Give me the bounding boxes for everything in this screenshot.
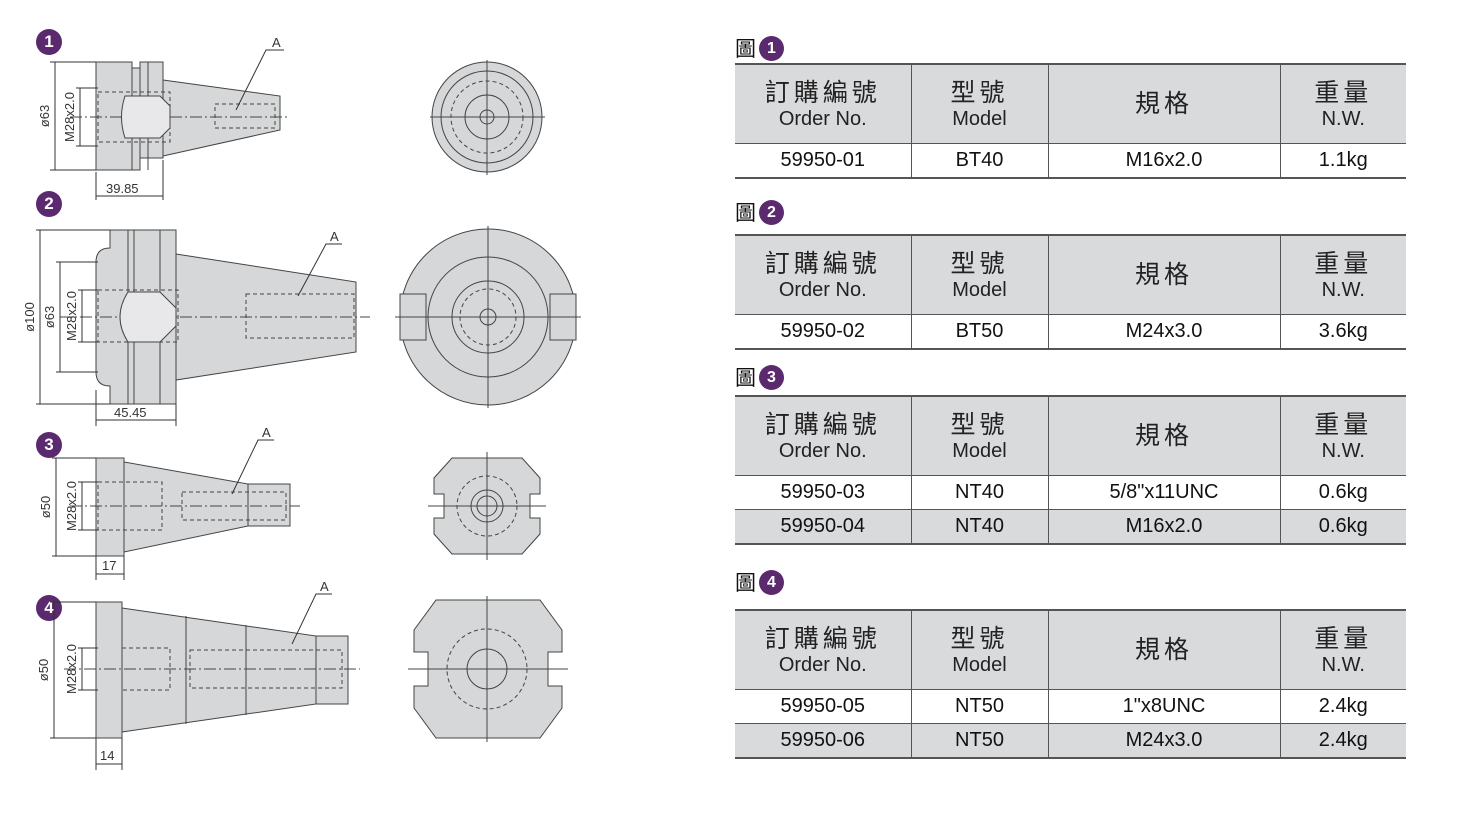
fig3-thread-label: M28x2.0	[64, 481, 79, 531]
fig4-a-label: A	[320, 579, 329, 594]
header-spec: 規格	[1047, 234, 1280, 315]
figure-title-1: 圖 1	[735, 33, 784, 63]
weight-cell: 3.6kg	[1279, 314, 1406, 350]
weight-cell: 0.6kg	[1279, 509, 1406, 545]
figure-2-side-view	[60, 229, 370, 405]
order-cell: 59950-04	[735, 509, 911, 545]
fig4-diameter-label: ø50	[36, 659, 51, 681]
fig4-length-label: 14	[100, 748, 114, 763]
fig4-thread-label: M28x2.0	[64, 644, 79, 694]
table-row: 59950-04 NT40 M16x2.0 0.6kg	[735, 509, 1406, 545]
model-cell: NT40	[910, 509, 1048, 545]
fig3-length-label: 17	[102, 558, 116, 573]
weight-cell: 2.4kg	[1279, 689, 1406, 724]
figure-2-badge: 2	[36, 191, 62, 217]
model-cell: BT40	[910, 143, 1048, 179]
fig1-diameter-label: ø63	[37, 105, 52, 127]
figure-3-badge: 3	[36, 432, 62, 458]
figure-4-side-view	[64, 601, 360, 739]
fig1-thread-label: M28x2.0	[62, 92, 77, 142]
figure-title-text: 圖	[735, 571, 756, 595]
technical-drawings: 1 2 3 4	[0, 0, 700, 836]
fig3-diameter-label: ø50	[38, 496, 53, 518]
figure-title-2: 圖 2	[735, 197, 784, 227]
order-cell: 59950-06	[735, 723, 911, 759]
fig1-a-label: A	[272, 35, 281, 50]
figure-3-side-view	[70, 457, 300, 557]
figure-1-badge: 1	[36, 29, 62, 55]
order-cell: 59950-05	[735, 689, 911, 724]
table-row: 59950-01 BT40 M16x2.0 1.1kg	[735, 143, 1406, 179]
weight-cell: 0.6kg	[1279, 475, 1406, 510]
figure-1-end-view	[430, 60, 545, 175]
spec-cell: M16x2.0	[1047, 509, 1280, 545]
figure-title-text: 圖	[735, 37, 756, 61]
figure-title-3: 圖 3	[735, 362, 784, 392]
fig2-a-label: A	[330, 229, 339, 244]
order-cell: 59950-02	[735, 314, 911, 350]
spec-cell: M24x3.0	[1047, 723, 1280, 759]
figure-title-text: 圖	[735, 366, 756, 390]
header-spec: 規格	[1047, 63, 1280, 144]
figure-badge: 1	[759, 35, 784, 61]
spec-cell: 1"x8UNC	[1047, 689, 1280, 724]
weight-cell: 1.1kg	[1279, 143, 1406, 179]
weight-cell: 2.4kg	[1279, 723, 1406, 759]
fig1-length-label: 39.85	[106, 181, 139, 196]
fig2-length-label: 45.45	[114, 405, 147, 420]
table-row: 59950-06 NT50 M24x3.0 2.4kg	[735, 723, 1406, 759]
model-cell: NT50	[910, 689, 1048, 724]
figure-badge: 2	[759, 199, 784, 225]
figure-title-4: 圖 4	[735, 567, 784, 597]
fig2-diameter-label: ø63	[42, 306, 57, 328]
figure-4-end-view	[408, 596, 568, 742]
model-cell: NT50	[910, 723, 1048, 759]
figure-4-badge: 4	[36, 595, 62, 621]
spec-cell: M24x3.0	[1047, 314, 1280, 350]
figure-badge: 3	[759, 364, 784, 390]
table-row: 59950-02 BT50 M24x3.0 3.6kg	[735, 314, 1406, 350]
figure-2-end-view	[395, 226, 581, 408]
figure-1-side-view	[70, 61, 290, 171]
header-spec: 規格	[1047, 395, 1280, 476]
fig2-thread-label: M28x2.0	[64, 291, 79, 341]
figure-badge: 4	[759, 569, 784, 595]
table-row: 59950-05 NT50 1"x8UNC 2.4kg	[735, 689, 1406, 724]
figure-3-end-view	[428, 452, 546, 560]
table-row: 59950-03 NT40 5/8"x11UNC 0.6kg	[735, 475, 1406, 510]
model-cell: BT50	[910, 314, 1048, 350]
figure-title-text: 圖	[735, 201, 756, 225]
fig3-a-label: A	[262, 425, 271, 440]
order-cell: 59950-01	[735, 143, 911, 179]
order-cell: 59950-03	[735, 475, 911, 510]
spec-cell: 5/8"x11UNC	[1047, 475, 1280, 510]
model-cell: NT40	[910, 475, 1048, 510]
header-spec: 規格	[1047, 609, 1280, 690]
drawing-canvas: ø63 M28x2.0 39.85 A ø100 ø63 M28x2.0 45.…	[22, 35, 581, 770]
fig2-outer-diameter-label: ø100	[22, 302, 37, 332]
spec-cell: M16x2.0	[1047, 143, 1280, 179]
